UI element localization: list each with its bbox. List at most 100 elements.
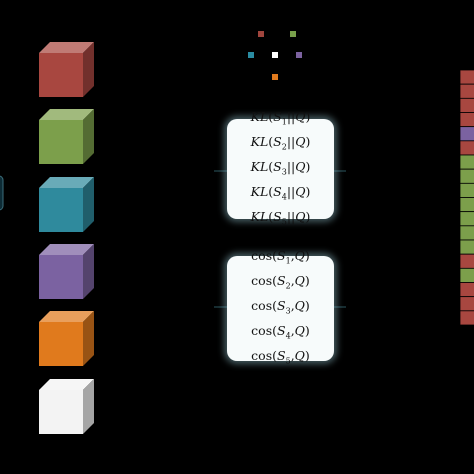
cube-1 bbox=[39, 42, 94, 97]
separator: || bbox=[286, 158, 296, 174]
set-symbol: S bbox=[273, 108, 282, 124]
subscript: 5 bbox=[285, 356, 291, 366]
subscript: 4 bbox=[281, 192, 287, 201]
cos-formula-2: cos(S2,Q) bbox=[251, 271, 310, 296]
small-square-4 bbox=[272, 52, 278, 58]
cube-6 bbox=[39, 379, 94, 434]
small-square-2 bbox=[290, 31, 296, 37]
bar-segment-16 bbox=[459, 282, 474, 298]
kl-formula-1: KL(S1||Q) bbox=[251, 107, 311, 132]
close-paren: ) bbox=[305, 133, 311, 149]
close-paren: ) bbox=[304, 323, 310, 338]
function-name: KL bbox=[250, 133, 269, 149]
separator: || bbox=[286, 183, 296, 199]
set-symbol: S bbox=[277, 348, 286, 363]
separator: , bbox=[290, 273, 295, 288]
bar-segment-13 bbox=[459, 239, 474, 255]
separator: , bbox=[290, 298, 295, 313]
kl-formula-5: KL(S5||Q) bbox=[251, 207, 311, 232]
bar-segment-15 bbox=[459, 267, 474, 283]
query-symbol: Q bbox=[295, 183, 306, 199]
kl-formula-2: KL(S2||Q) bbox=[251, 132, 311, 157]
bar-segment-9 bbox=[459, 182, 474, 198]
subscript: 2 bbox=[281, 142, 287, 151]
subscript: 5 bbox=[281, 217, 287, 226]
bar-segment-11 bbox=[459, 211, 474, 227]
function-name: cos bbox=[251, 273, 273, 288]
set-symbol: S bbox=[277, 273, 286, 288]
open-paren: ( bbox=[268, 158, 274, 174]
function-name: KL bbox=[250, 183, 269, 199]
kl-formula-4: KL(S4||Q) bbox=[251, 182, 311, 207]
function-name: cos bbox=[251, 348, 273, 363]
open-paren: ( bbox=[268, 183, 274, 199]
close-paren: ) bbox=[304, 273, 310, 288]
close-paren: ) bbox=[304, 348, 310, 363]
close-paren: ) bbox=[305, 183, 311, 199]
bar-segment-3 bbox=[459, 97, 474, 113]
set-symbol: S bbox=[277, 248, 286, 263]
cube-3 bbox=[39, 177, 94, 232]
query-symbol: Q bbox=[295, 133, 306, 149]
subscript: 4 bbox=[285, 331, 291, 341]
set-symbol: S bbox=[273, 208, 282, 224]
function-name: cos bbox=[251, 323, 273, 338]
bar-segment-12 bbox=[459, 225, 474, 241]
bar-segment-17 bbox=[459, 296, 474, 312]
open-paren: ( bbox=[272, 348, 278, 363]
cube-2 bbox=[39, 109, 94, 164]
close-paren: ) bbox=[305, 108, 311, 124]
open-paren: ( bbox=[268, 133, 274, 149]
open-paren: ( bbox=[272, 248, 278, 263]
bar-segment-5 bbox=[459, 126, 474, 142]
query-symbol: Q bbox=[295, 208, 306, 224]
cube-4 bbox=[39, 244, 94, 299]
open-paren: ( bbox=[268, 108, 274, 124]
cos-formula-4: cos(S4,Q) bbox=[251, 321, 310, 346]
close-paren: ) bbox=[304, 248, 310, 263]
query-symbol: Q bbox=[294, 298, 305, 313]
bar-segment-6 bbox=[459, 140, 474, 156]
function-name: KL bbox=[250, 158, 269, 174]
function-name: KL bbox=[250, 208, 269, 224]
subscript: 3 bbox=[281, 167, 287, 176]
query-symbol: Q bbox=[295, 158, 306, 174]
set-symbol: S bbox=[273, 183, 282, 199]
subscript: 1 bbox=[285, 256, 291, 266]
small-square-1 bbox=[258, 31, 264, 37]
set-symbol: S bbox=[277, 298, 286, 313]
set-symbol: S bbox=[273, 133, 282, 149]
open-paren: ( bbox=[272, 298, 278, 313]
kl-divergence-box: KL(S1||Q)KL(S2||Q)KL(S3||Q)KL(S4||Q)KL(S… bbox=[227, 109, 334, 226]
separator: , bbox=[290, 348, 295, 363]
bar-segment-14 bbox=[459, 253, 474, 269]
small-square-3 bbox=[248, 52, 254, 58]
small-square-6 bbox=[272, 74, 278, 80]
separator: || bbox=[286, 133, 296, 149]
subscript: 1 bbox=[281, 117, 287, 126]
bar-segment-4 bbox=[459, 112, 474, 128]
cosine-similarity-box: cos(S1,Q)cos(S2,Q)cos(S3,Q)cos(S4,Q)cos(… bbox=[227, 248, 334, 366]
close-paren: ) bbox=[305, 158, 311, 174]
cos-formula-5: cos(S5,Q) bbox=[251, 346, 310, 371]
bar-segment-18 bbox=[459, 310, 474, 326]
separator: || bbox=[286, 208, 296, 224]
query-symbol: Q bbox=[295, 108, 306, 124]
separator: , bbox=[290, 248, 295, 263]
open-paren: ( bbox=[272, 273, 278, 288]
query-symbol: Q bbox=[294, 273, 305, 288]
set-symbol: S bbox=[273, 158, 282, 174]
small-square-5 bbox=[296, 52, 302, 58]
close-paren: ) bbox=[305, 208, 311, 224]
bar-segment-7 bbox=[459, 154, 474, 170]
cos-formula-3: cos(S3,Q) bbox=[251, 296, 310, 321]
query-symbol: Q bbox=[294, 323, 305, 338]
set-symbol: S bbox=[277, 323, 286, 338]
query-symbol: Q bbox=[294, 348, 305, 363]
kl-formula-3: KL(S3||Q) bbox=[251, 157, 311, 182]
function-name: KL bbox=[250, 108, 269, 124]
bar-segment-10 bbox=[459, 197, 474, 213]
subscript: 3 bbox=[285, 306, 291, 316]
query-symbol: Q bbox=[294, 248, 305, 263]
